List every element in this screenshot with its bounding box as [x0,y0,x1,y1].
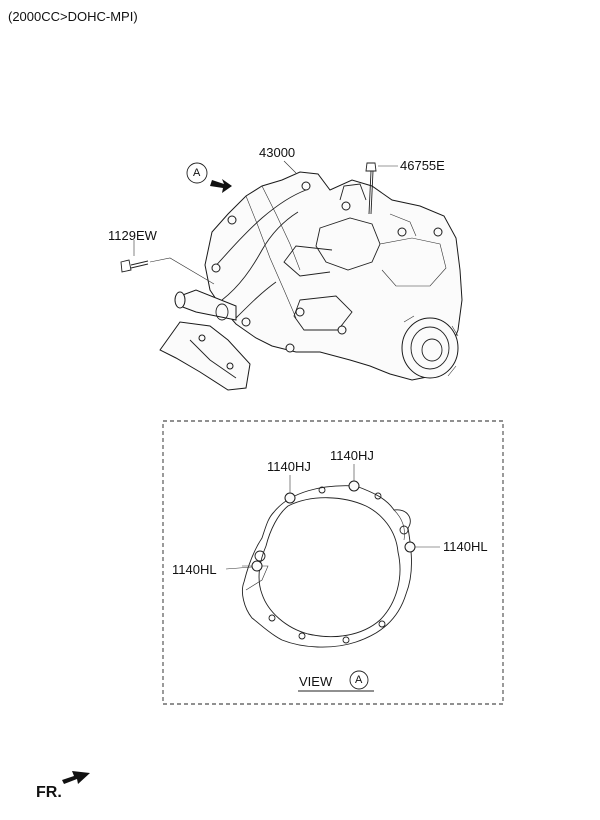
front-direction-arrow-icon [62,771,90,784]
label-1140hl-right: 1140HL [443,539,488,554]
view-label-marker-a: A [355,674,363,686]
front-direction-label: FR. [36,784,62,801]
view-label-circle-icon [349,670,369,690]
leader-bolt-to-housing [149,257,215,285]
bush-1140hl-right-icon [404,541,416,553]
view-label: VIEW [299,674,333,689]
bush-1140hl-left-icon [251,560,263,572]
label-1140hj-left: 1140HJ [267,459,311,474]
engine-spec-label: (2000CC>DOHC-MPI) [8,9,138,24]
label-1129ew: 1129EW [108,228,157,243]
view-a-circle-icon [186,162,208,184]
label-1140hj-right: 1140HJ [330,448,374,463]
bell-housing-face [241,485,412,648]
view-a-frame [162,420,504,705]
view-direction-arrow-icon [210,179,232,193]
dowel-1140hj-left-icon [284,492,296,504]
label-46755e: 46755E [400,158,445,173]
transaxle-assembly [120,162,463,391]
dowel-1140hj-right-icon [348,480,360,492]
label-43000: 43000 [259,145,296,160]
leader-43000 [283,160,297,174]
label-1140hl-left: 1140HL [172,562,217,577]
view-marker-a: A [193,167,201,179]
